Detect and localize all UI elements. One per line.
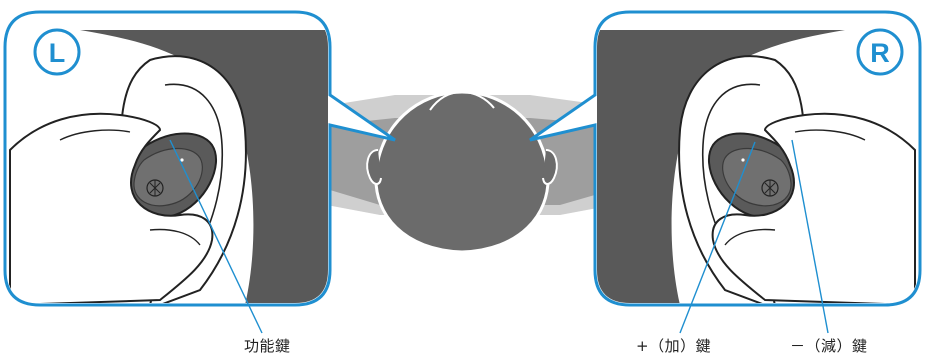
right-ear-nub bbox=[542, 149, 558, 185]
right-earbud bbox=[708, 132, 805, 220]
left-badge-letter: L bbox=[49, 38, 66, 68]
left-hand bbox=[9, 112, 214, 303]
function-key-leader bbox=[169, 139, 263, 334]
right-ear-inner bbox=[701, 83, 761, 256]
minus-key-leader bbox=[791, 139, 829, 334]
function-key-label: 功能鍵 bbox=[244, 337, 291, 355]
right-hand bbox=[711, 112, 916, 303]
plus-key-leader bbox=[679, 141, 756, 334]
right-earbud-led bbox=[741, 158, 745, 162]
right-hair-bg bbox=[597, 30, 845, 303]
right-panel: R bbox=[529, 10, 922, 307]
left-ear-inner bbox=[164, 83, 224, 256]
left-panel: L bbox=[3, 10, 396, 307]
plus-key-label: +（加）鍵 bbox=[636, 337, 712, 355]
left-badge bbox=[33, 28, 81, 76]
left-earbud-led bbox=[180, 158, 184, 162]
right-badge-letter: R bbox=[870, 38, 890, 68]
left-ear-nub bbox=[366, 149, 382, 185]
hair-detail bbox=[429, 90, 495, 111]
head-shape bbox=[374, 90, 550, 254]
minus-key-label: －（減）鍵 bbox=[790, 337, 868, 355]
right-badge bbox=[856, 28, 904, 76]
left-hair-bg bbox=[80, 30, 328, 303]
